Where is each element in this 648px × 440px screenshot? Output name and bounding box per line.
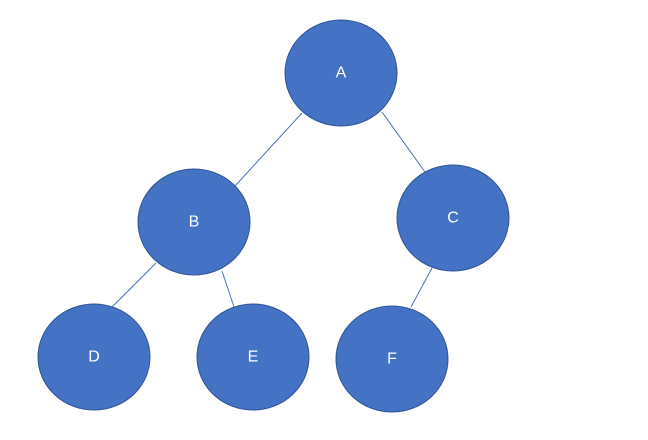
node-d-label: D	[88, 349, 100, 366]
edge-b-e	[221, 270, 235, 308]
edge-a-c	[381, 111, 426, 173]
node-a: A	[284, 19, 398, 127]
node-a-label: A	[336, 65, 347, 82]
node-e-circle	[196, 303, 310, 411]
nodes-layer: A B C D E F	[37, 19, 510, 413]
node-f: F	[335, 305, 449, 413]
node-b-label: B	[189, 214, 200, 231]
node-b: B	[137, 168, 251, 276]
edges-layer	[111, 111, 433, 308]
node-f-label: F	[387, 351, 397, 368]
edge-b-d	[111, 262, 157, 308]
edge-a-b	[234, 112, 303, 187]
node-b-circle	[137, 168, 251, 276]
node-f-circle	[335, 305, 449, 413]
node-c: C	[396, 164, 510, 272]
node-e: E	[196, 303, 310, 411]
node-d-circle	[37, 303, 151, 411]
node-a-circle	[284, 19, 398, 127]
node-c-circle	[396, 164, 510, 272]
node-d: D	[37, 303, 151, 411]
node-c-label: C	[447, 210, 459, 227]
edge-c-f	[410, 267, 433, 308]
node-e-label: E	[248, 349, 259, 366]
